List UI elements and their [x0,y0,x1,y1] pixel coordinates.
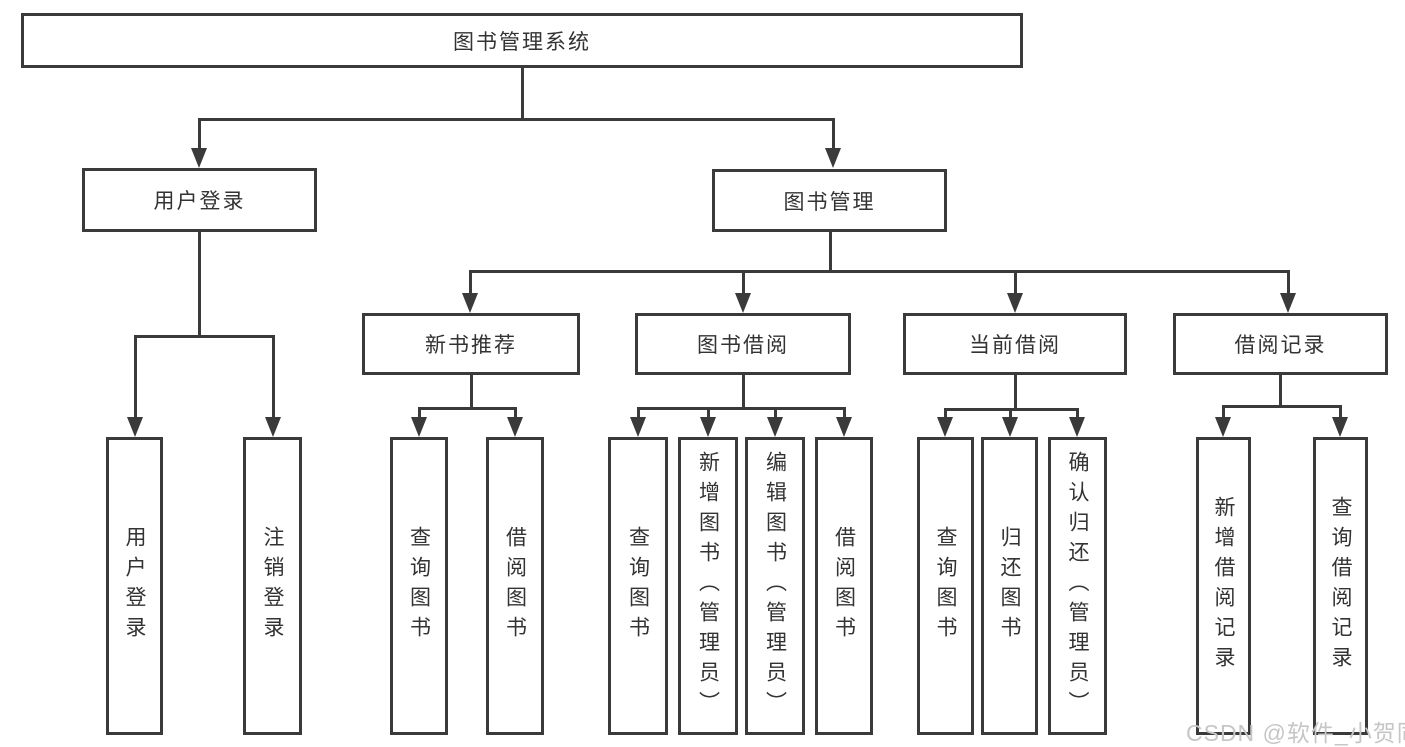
connector-line [1339,405,1342,417]
node-leaf-user-login: 用户登录 [106,437,163,735]
connector-line [469,270,472,293]
connector-line [1222,405,1341,408]
connector-line [198,232,201,335]
connector-line [134,335,137,417]
connector-line [469,270,1289,273]
arrow-down-icon [767,417,783,437]
connector-line [637,407,640,417]
csdn-watermark: CSDN @软件_小贺同学 [1186,720,1405,746]
arrow-down-icon [630,417,646,437]
connector-line [774,407,777,417]
node-leaf-recommend-query-book: 查询图书 [390,437,448,735]
node-leaf-current-query-book: 查询图书 [917,437,974,735]
node-new-book-recommend: 新书推荐 [362,313,580,375]
node-leaf-logout: 注销登录 [243,437,302,735]
arrow-down-icon [265,417,281,437]
connector-line [944,408,947,417]
connector-line [418,407,421,417]
arrow-down-icon [191,148,207,168]
connector-line [1014,270,1017,293]
node-leaf-recommend-borrow-book: 借阅图书 [486,437,544,735]
arrow-down-icon [127,417,143,437]
node-current-borrow: 当前借阅 [903,313,1127,375]
connector-line [1287,270,1290,293]
connector-line [1076,408,1079,417]
node-leaf-confirm-return-admin: 确认归还（管理员） [1048,437,1107,735]
connector-line [832,118,835,150]
connector-line [829,232,832,270]
connector-line [514,407,517,417]
node-book-management-group: 图书管理 [712,169,947,232]
connector-line [198,118,201,150]
node-user-login-group: 用户登录 [82,168,317,232]
connector-line [637,407,845,410]
connector-line [418,407,516,410]
connector-line [1279,375,1282,405]
connector-line [707,407,710,417]
arrow-down-icon [1215,417,1231,437]
connector-line [1009,408,1012,417]
connector-line [134,335,274,338]
arrow-down-icon [507,417,523,437]
node-book-borrow: 图书借阅 [635,313,851,375]
arrow-down-icon [1002,417,1018,437]
arrow-down-icon [735,293,751,313]
arrow-down-icon [411,417,427,437]
arrow-down-icon [1069,417,1085,437]
arrow-down-icon [700,417,716,437]
connector-line [521,68,524,118]
arrow-down-icon [825,148,841,168]
node-leaf-return-book: 归还图书 [981,437,1038,735]
connector-line [843,407,846,417]
node-leaf-borrow-book: 借阅图书 [815,437,873,735]
node-system-root: 图书管理系统 [21,13,1023,68]
arrow-down-icon [937,417,953,437]
node-borrow-record: 借阅记录 [1173,313,1388,375]
node-leaf-query-borrow-record: 查询借阅记录 [1313,437,1368,735]
arrow-down-icon [1280,293,1296,313]
node-leaf-add-borrow-record: 新增借阅记录 [1196,437,1251,735]
node-leaf-edit-book-admin: 编辑图书（管理员） [745,437,805,735]
arrow-down-icon [836,417,852,437]
arrow-down-icon [462,293,478,313]
connector-line [742,270,745,293]
connector-line [1014,375,1017,408]
arrow-down-icon [1007,293,1023,313]
connector-line [742,375,745,407]
node-leaf-borrow-query-book: 查询图书 [608,437,668,735]
arrow-down-icon [1332,417,1348,437]
connector-line [1222,405,1225,417]
connector-line [470,375,473,407]
connector-line [198,118,834,121]
connector-line [272,335,275,417]
node-leaf-add-book-admin: 新增图书（管理员） [678,437,738,735]
